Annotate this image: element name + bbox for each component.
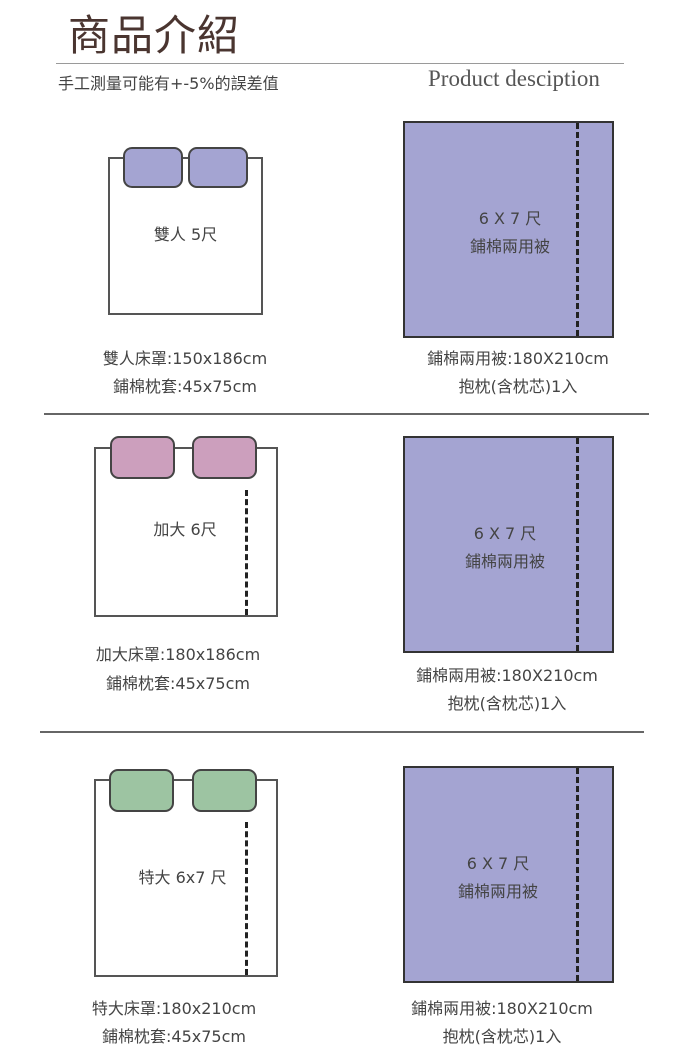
pillow-icon <box>192 769 257 812</box>
english-subtitle: Product desciption <box>428 66 600 91</box>
quilt-diagram <box>403 121 614 338</box>
page-title: 商品介紹 <box>68 11 241 60</box>
quilt-fold-line <box>576 768 579 981</box>
section-divider <box>40 731 644 733</box>
pillow-icon <box>192 436 257 479</box>
quilt-diagram <box>403 766 614 983</box>
quilt-diagram <box>403 436 614 653</box>
header-divider <box>56 63 624 64</box>
pillow-icon <box>110 436 175 479</box>
bed-size-label: 特大 6x7 尺 <box>138 868 227 887</box>
quilt-name-label: 鋪棉兩用被 <box>464 552 545 571</box>
bed-spec-line: 鋪棉枕套:45x75cm <box>113 377 257 396</box>
quilt-spec-line: 鋪棉兩用被:180X210cm <box>427 349 609 368</box>
quilt-size-label: 6 X 7 尺 <box>473 524 537 543</box>
bed-size-label: 雙人 5尺 <box>153 225 218 244</box>
quilt-size-label: 6 X 7 尺 <box>466 854 530 873</box>
quilt-spec-line: 抱枕(含枕芯)1入 <box>447 694 567 713</box>
bed-fold-line <box>245 490 248 615</box>
pillow-icon <box>188 147 248 188</box>
bed-spec-line: 雙人床罩:150x186cm <box>102 349 268 368</box>
quilt-fold-line <box>576 438 579 651</box>
quilt-name-label: 鋪棉兩用被 <box>457 882 538 901</box>
quilt-spec-line: 鋪棉兩用被:180X210cm <box>416 666 598 685</box>
bed-spec-line: 加大床罩:180x186cm <box>95 645 261 664</box>
bed-spec-line: 特大床罩:180x210cm <box>91 999 257 1018</box>
bed-spec-line: 鋪棉枕套:45x75cm <box>106 674 250 693</box>
quilt-spec-line: 抱枕(含枕芯)1入 <box>442 1027 562 1046</box>
bed-fold-line <box>245 822 248 975</box>
quilt-spec-line: 鋪棉兩用被:180X210cm <box>411 999 593 1018</box>
measurement-note: 手工測量可能有+-5%的誤差值 <box>58 74 279 93</box>
pillow-icon <box>109 769 174 812</box>
section-divider <box>44 413 649 415</box>
quilt-name-label: 鋪棉兩用被 <box>469 237 550 256</box>
quilt-size-label: 6 X 7 尺 <box>478 209 542 228</box>
pillow-icon <box>123 147 183 188</box>
quilt-fold-line <box>576 123 579 336</box>
bed-size-label: 加大 6尺 <box>153 520 217 539</box>
bed-spec-line: 鋪棉枕套:45x75cm <box>102 1027 246 1046</box>
quilt-spec-line: 抱枕(含枕芯)1入 <box>458 377 578 396</box>
